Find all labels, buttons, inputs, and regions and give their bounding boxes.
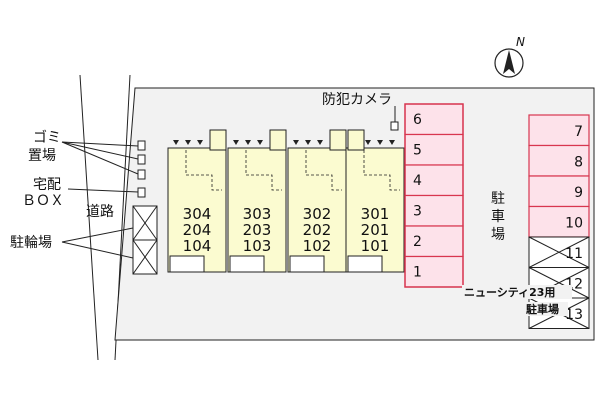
room-number: 302 bbox=[303, 205, 332, 223]
newcity-label-line2: 駐車場 bbox=[526, 302, 559, 316]
bicycle-leader-lines bbox=[61, 227, 134, 259]
room-number: 103 bbox=[243, 237, 272, 255]
parking-slot-number: 10 bbox=[565, 216, 583, 232]
garbage-box-2 bbox=[137, 154, 146, 165]
entrance-arrow-icon bbox=[197, 140, 203, 145]
camera-icon bbox=[390, 121, 399, 131]
parking-slot-number: 6 bbox=[413, 112, 422, 128]
parking-slot: 6 bbox=[404, 103, 464, 136]
room-number: 101 bbox=[361, 237, 390, 255]
entrance-arrow-icon bbox=[245, 140, 251, 145]
garbage-box-3 bbox=[137, 169, 146, 180]
compass-icon: N bbox=[494, 35, 525, 78]
entrance-arrow-icon bbox=[233, 140, 239, 145]
garbage-label-line1: ゴミ bbox=[33, 129, 61, 146]
parking-label-char1: 駐 bbox=[491, 191, 505, 207]
compass-north-label: N bbox=[516, 35, 525, 49]
room-number: 301 bbox=[361, 205, 390, 223]
parking-slot: 8 bbox=[528, 144, 590, 177]
parking-left-column: 6 5 4 3 2 1 bbox=[404, 103, 464, 288]
garbage-box-1 bbox=[137, 140, 146, 151]
parking-slot: 11 bbox=[528, 236, 590, 268]
delivery-label-line1: 宅配 bbox=[33, 177, 61, 193]
camera-label: 防犯カメラ bbox=[322, 92, 392, 108]
parking-slot: 9 bbox=[528, 175, 590, 208]
parking-label-char2: 車 bbox=[491, 208, 505, 225]
entrance-arrow-icon bbox=[365, 140, 371, 145]
parking-slot: 5 bbox=[404, 133, 464, 166]
room-number: 104 bbox=[183, 237, 212, 255]
entrance-arrow-icon bbox=[293, 140, 299, 145]
delivery-box bbox=[137, 187, 146, 198]
parking-left-outline bbox=[404, 103, 464, 288]
delivery-label-line2: ＢＯＸ bbox=[22, 193, 64, 209]
newcity-label-bg bbox=[462, 285, 572, 299]
parking-slot: 7 bbox=[528, 114, 590, 147]
parking-slot: 2 bbox=[404, 225, 464, 258]
parking-slot-number: 3 bbox=[413, 204, 422, 220]
entrance-arrow-icon bbox=[173, 140, 179, 145]
parking-slot-number: 8 bbox=[574, 155, 583, 171]
entrance-arrow-icon bbox=[185, 140, 191, 145]
room-number: 202 bbox=[303, 221, 332, 239]
room-number: 201 bbox=[361, 221, 390, 239]
parking-slot-number: 5 bbox=[413, 143, 422, 159]
parking-slot-number: 4 bbox=[413, 173, 422, 189]
entrance-arrow-icon bbox=[377, 140, 383, 145]
garbage-leader-lines bbox=[61, 141, 139, 193]
room-number: 102 bbox=[303, 237, 332, 255]
parking-label-char3: 場 bbox=[491, 227, 505, 243]
parking-slot-number: 13 bbox=[565, 307, 583, 323]
newcity-label-line1: ニューシティ23用 bbox=[464, 286, 555, 299]
room-number: 303 bbox=[243, 205, 272, 223]
bicycle-parking-area bbox=[132, 205, 158, 275]
room-number: 204 bbox=[183, 221, 212, 239]
parking-slot-number: 9 bbox=[574, 185, 583, 201]
parking-slot: 4 bbox=[404, 164, 464, 197]
entrance-arrow-icon bbox=[317, 140, 323, 145]
newcity-label-bg2 bbox=[524, 302, 568, 316]
bicycle-label: 駐輪場 bbox=[10, 234, 52, 251]
road-label: 道路 bbox=[86, 204, 114, 220]
room-number: 203 bbox=[243, 221, 272, 239]
parking-slot-number: 11 bbox=[565, 246, 583, 262]
entrance-arrow-icon bbox=[305, 140, 311, 145]
entrance-arrow-icon bbox=[257, 140, 263, 145]
parking-slot-number: 7 bbox=[574, 124, 583, 140]
road-edge-left bbox=[79, 74, 99, 361]
parking-slot: 1 bbox=[404, 255, 464, 288]
parking-slot-number: 1 bbox=[413, 265, 422, 281]
garbage-label-line2: 置場 bbox=[28, 148, 56, 164]
parking-slot: 3 bbox=[404, 194, 464, 227]
parking-slot-number: 2 bbox=[413, 234, 422, 250]
room-number: 304 bbox=[183, 205, 212, 223]
parking-slot: 10 bbox=[528, 205, 590, 238]
entrance-arrow-icon bbox=[389, 140, 395, 145]
